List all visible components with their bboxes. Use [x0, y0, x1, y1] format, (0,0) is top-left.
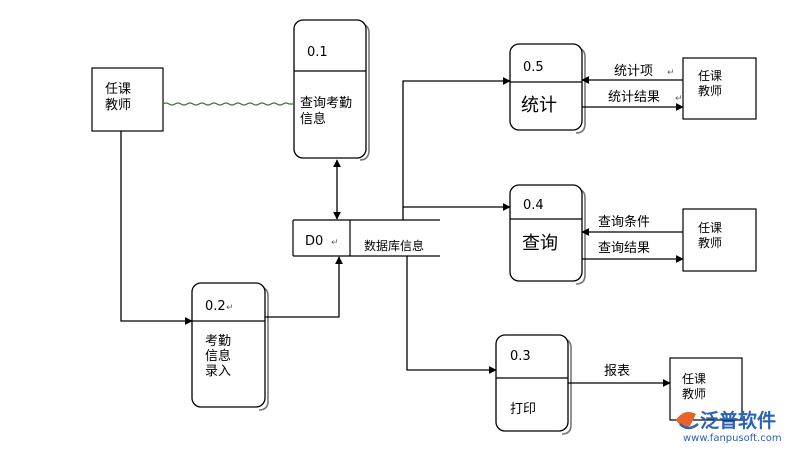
process-0-1-id: 0.1	[307, 45, 328, 60]
entity-teacher-3: 任课教师	[682, 208, 757, 272]
datastore-d0-id: D0	[305, 234, 323, 249]
process-0-3-name: 打印	[510, 402, 536, 417]
entity-teacher-1-label: 任课教师	[105, 82, 131, 113]
process-0-4-name: 查询	[522, 233, 558, 254]
flow-entry-to-datastore	[265, 256, 343, 318]
process-0-2: 0.2 考勤信息录入 ↵	[191, 282, 269, 411]
entity-teacher-2-label: 任课教师	[698, 69, 722, 98]
watermark-logo-icon	[676, 412, 699, 430]
entity-teacher-2: 任课教师	[682, 57, 757, 120]
process-0-2-return-mark: ↵	[226, 303, 234, 313]
flow-stats-item-label: 统计项	[614, 64, 653, 79]
flow-datastore-to-stats	[402, 77, 511, 220]
datastore-d0-name: 数据库信息	[364, 238, 424, 253]
entity-teacher-1: 任课教师	[91, 67, 164, 132]
process-0-5: 0.5 统计	[509, 43, 586, 134]
datastore-d0: D0 ↵ 数据库信息	[292, 219, 440, 257]
flow-query-condition-label: 查询条件	[598, 214, 650, 230]
entity-teacher-3-label: 任课教师	[698, 221, 722, 250]
process-0-5-id: 0.5	[523, 60, 544, 75]
process-0-3-id: 0.3	[510, 349, 531, 364]
watermark: 泛普软件 www.fanpusoft.com	[676, 409, 782, 444]
flow-stats-item-return-mark: ↵	[667, 68, 675, 78]
process-0-1-name: 查询考勤信息	[300, 96, 352, 127]
entity-teacher-4-label: 任课教师	[682, 372, 706, 401]
entity-teacher-4: 任课教师	[669, 357, 743, 421]
process-0-5-name: 统计	[521, 95, 557, 116]
flow-teacher-to-query-attendance	[162, 102, 294, 106]
process-0-2-id: 0.2	[205, 299, 226, 314]
flow-query-result-label: 查询结果	[598, 241, 650, 256]
watermark-url: www.fanpusoft.com	[683, 433, 782, 444]
process-0-3: 0.3 打印	[495, 334, 572, 435]
flow-datastore-to-print	[406, 256, 497, 374]
flow-teacher-to-entry	[120, 131, 193, 325]
flow-stats-result-label: 统计结果	[608, 90, 660, 105]
process-0-4: 0.4 查询	[509, 184, 586, 285]
process-0-4-id: 0.4	[523, 198, 544, 213]
flow-stats-result-return-mark: ↵	[675, 94, 683, 104]
datastore-d0-return-mark: ↵	[331, 238, 339, 248]
process-0-1: 0.1 查询考勤信息	[293, 19, 370, 161]
flow-report-label: 报表	[604, 364, 630, 379]
process-0-2-name: 考勤信息录入	[205, 334, 231, 379]
watermark-text: 泛普软件	[700, 409, 776, 432]
